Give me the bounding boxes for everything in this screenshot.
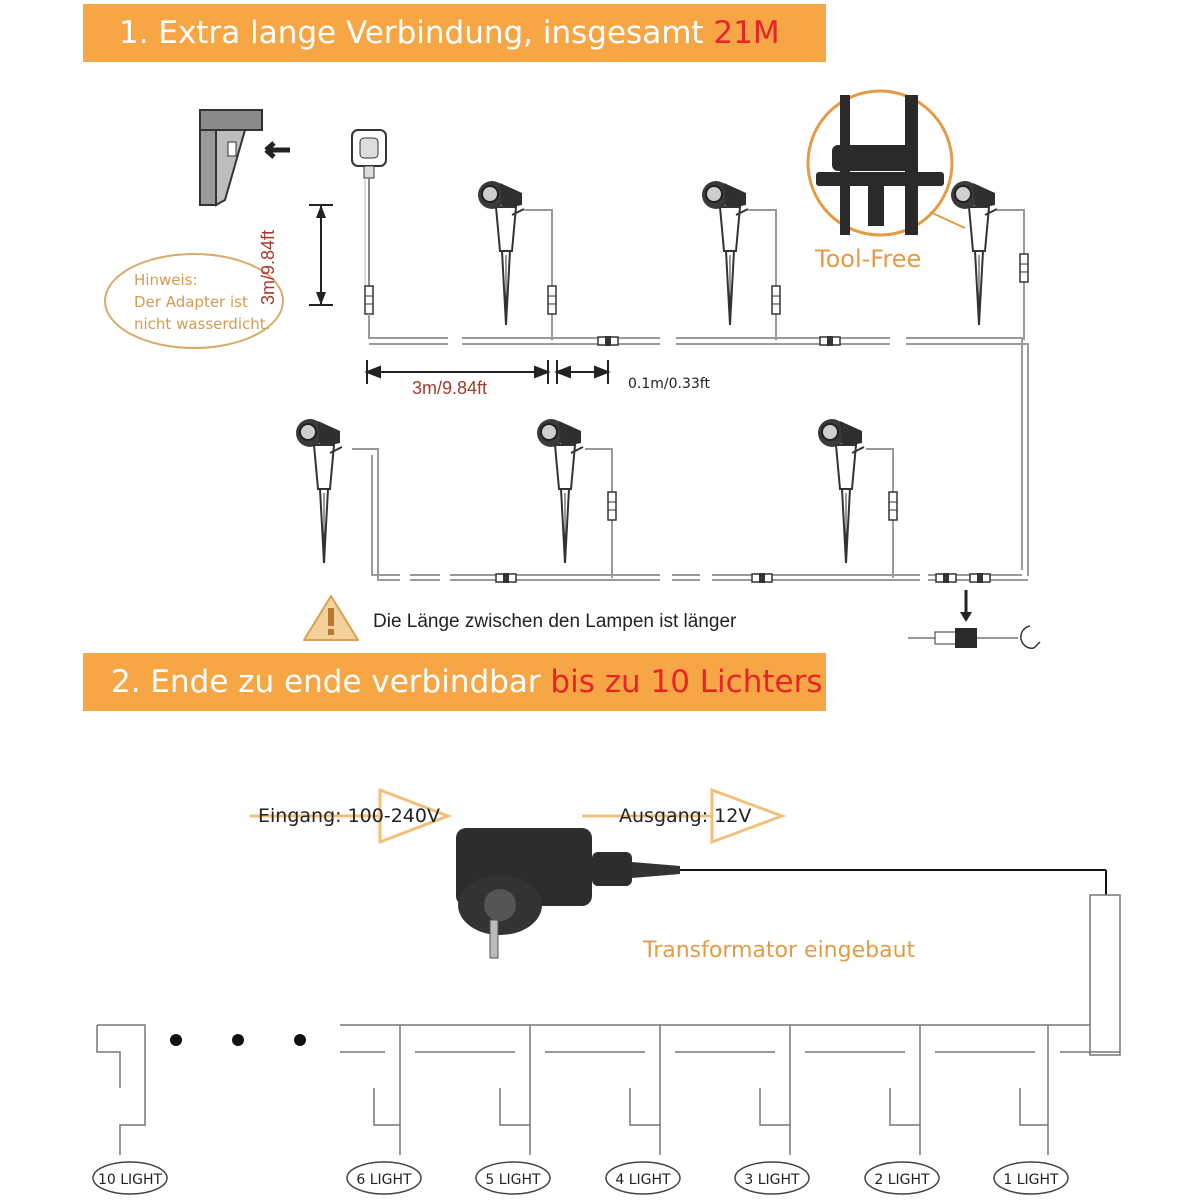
section-1-title: 1. Extra lange Verbindung, insgesamt 21M [83, 4, 826, 62]
vertical-dimension-label: 3m/9.84ft [258, 229, 278, 305]
light-label: 10 LIGHT [98, 1172, 163, 1188]
warning-text: Die Länge zwischen den Lampen ist länger [373, 611, 737, 632]
connector-icon [547, 285, 557, 315]
note-line-2: Der Adapter ist [134, 293, 248, 311]
connector-detail-icon [908, 590, 1041, 649]
ellipsis-dots [170, 1034, 306, 1046]
light-label: 6 LIGHT [356, 1172, 412, 1188]
gap-dimension-label: 0.1m/0.33ft [628, 376, 710, 392]
vertical-dimension [309, 204, 333, 306]
section-1-title-text: 1. Extra lange Verbindung, insgesamt [119, 15, 714, 51]
spotlight-icon [950, 180, 998, 326]
section-2-title-text: 2. Ende zu ende verbindbar [111, 664, 551, 700]
spotlight-icon [295, 418, 343, 564]
light-label: 1 LIGHT [1003, 1172, 1059, 1188]
horizontal-dimension-label: 3m/9.84ft [412, 378, 488, 398]
wall-bracket-icon [199, 109, 290, 207]
light-labels: 10 LIGHT 6 LIGHT 5 LIGHT 4 LIGHT 3 LIGHT… [98, 1172, 1059, 1188]
row-1-branches [524, 209, 1025, 340]
light-label: 5 LIGHT [485, 1172, 541, 1188]
spotlight-icon [536, 418, 584, 564]
row-1-cable [368, 314, 1029, 576]
connector-icon [888, 491, 898, 521]
section-1-title-highlight: 21M [713, 15, 780, 51]
connector-icon [597, 335, 619, 347]
light-label-shapes [92, 1161, 1069, 1195]
light-label: 3 LIGHT [744, 1172, 800, 1188]
row-2-branches [585, 448, 894, 578]
connector-icon [495, 572, 517, 584]
spotlight-icon [477, 180, 525, 326]
spotlight-icon [701, 180, 749, 326]
note-line-1: Hinweis: [134, 271, 198, 289]
note-line-3: nicht wasserdicht. [134, 315, 271, 333]
connector-icon [1019, 253, 1029, 283]
light-chain [96, 894, 1121, 1155]
output-voltage-label: Ausgang: 12V [619, 805, 752, 827]
tool-free-zoom-icon [806, 89, 966, 237]
light-label: 4 LIGHT [615, 1172, 671, 1188]
adapter-note: Hinweis: Der Adapter ist nicht wasserdic… [104, 253, 284, 349]
connector-icon [969, 572, 991, 584]
connector-icon [935, 572, 957, 584]
section-2-title: 2. Ende zu ende verbindbar bis zu 10 Lic… [83, 653, 826, 711]
section-2-title-highlight: bis zu 10 Lichters [550, 664, 823, 700]
plug-adapter-icon [351, 129, 387, 315]
horizontal-dimension [364, 360, 611, 384]
connector-icon [771, 285, 781, 315]
spotlight-icon [817, 418, 865, 564]
transformer-label: Transformator eingebaut [643, 938, 916, 963]
tool-free-label: Tool-Free [815, 245, 922, 273]
row-2-cable [352, 448, 1028, 582]
input-voltage-label: Eingang: 100-240V [258, 805, 440, 827]
connector-icon [819, 335, 841, 347]
power-adapter-icon [250, 787, 1107, 959]
connector-icon [751, 572, 773, 584]
warning-icon [303, 595, 359, 641]
connector-icon [607, 491, 617, 521]
light-label: 2 LIGHT [874, 1172, 930, 1188]
